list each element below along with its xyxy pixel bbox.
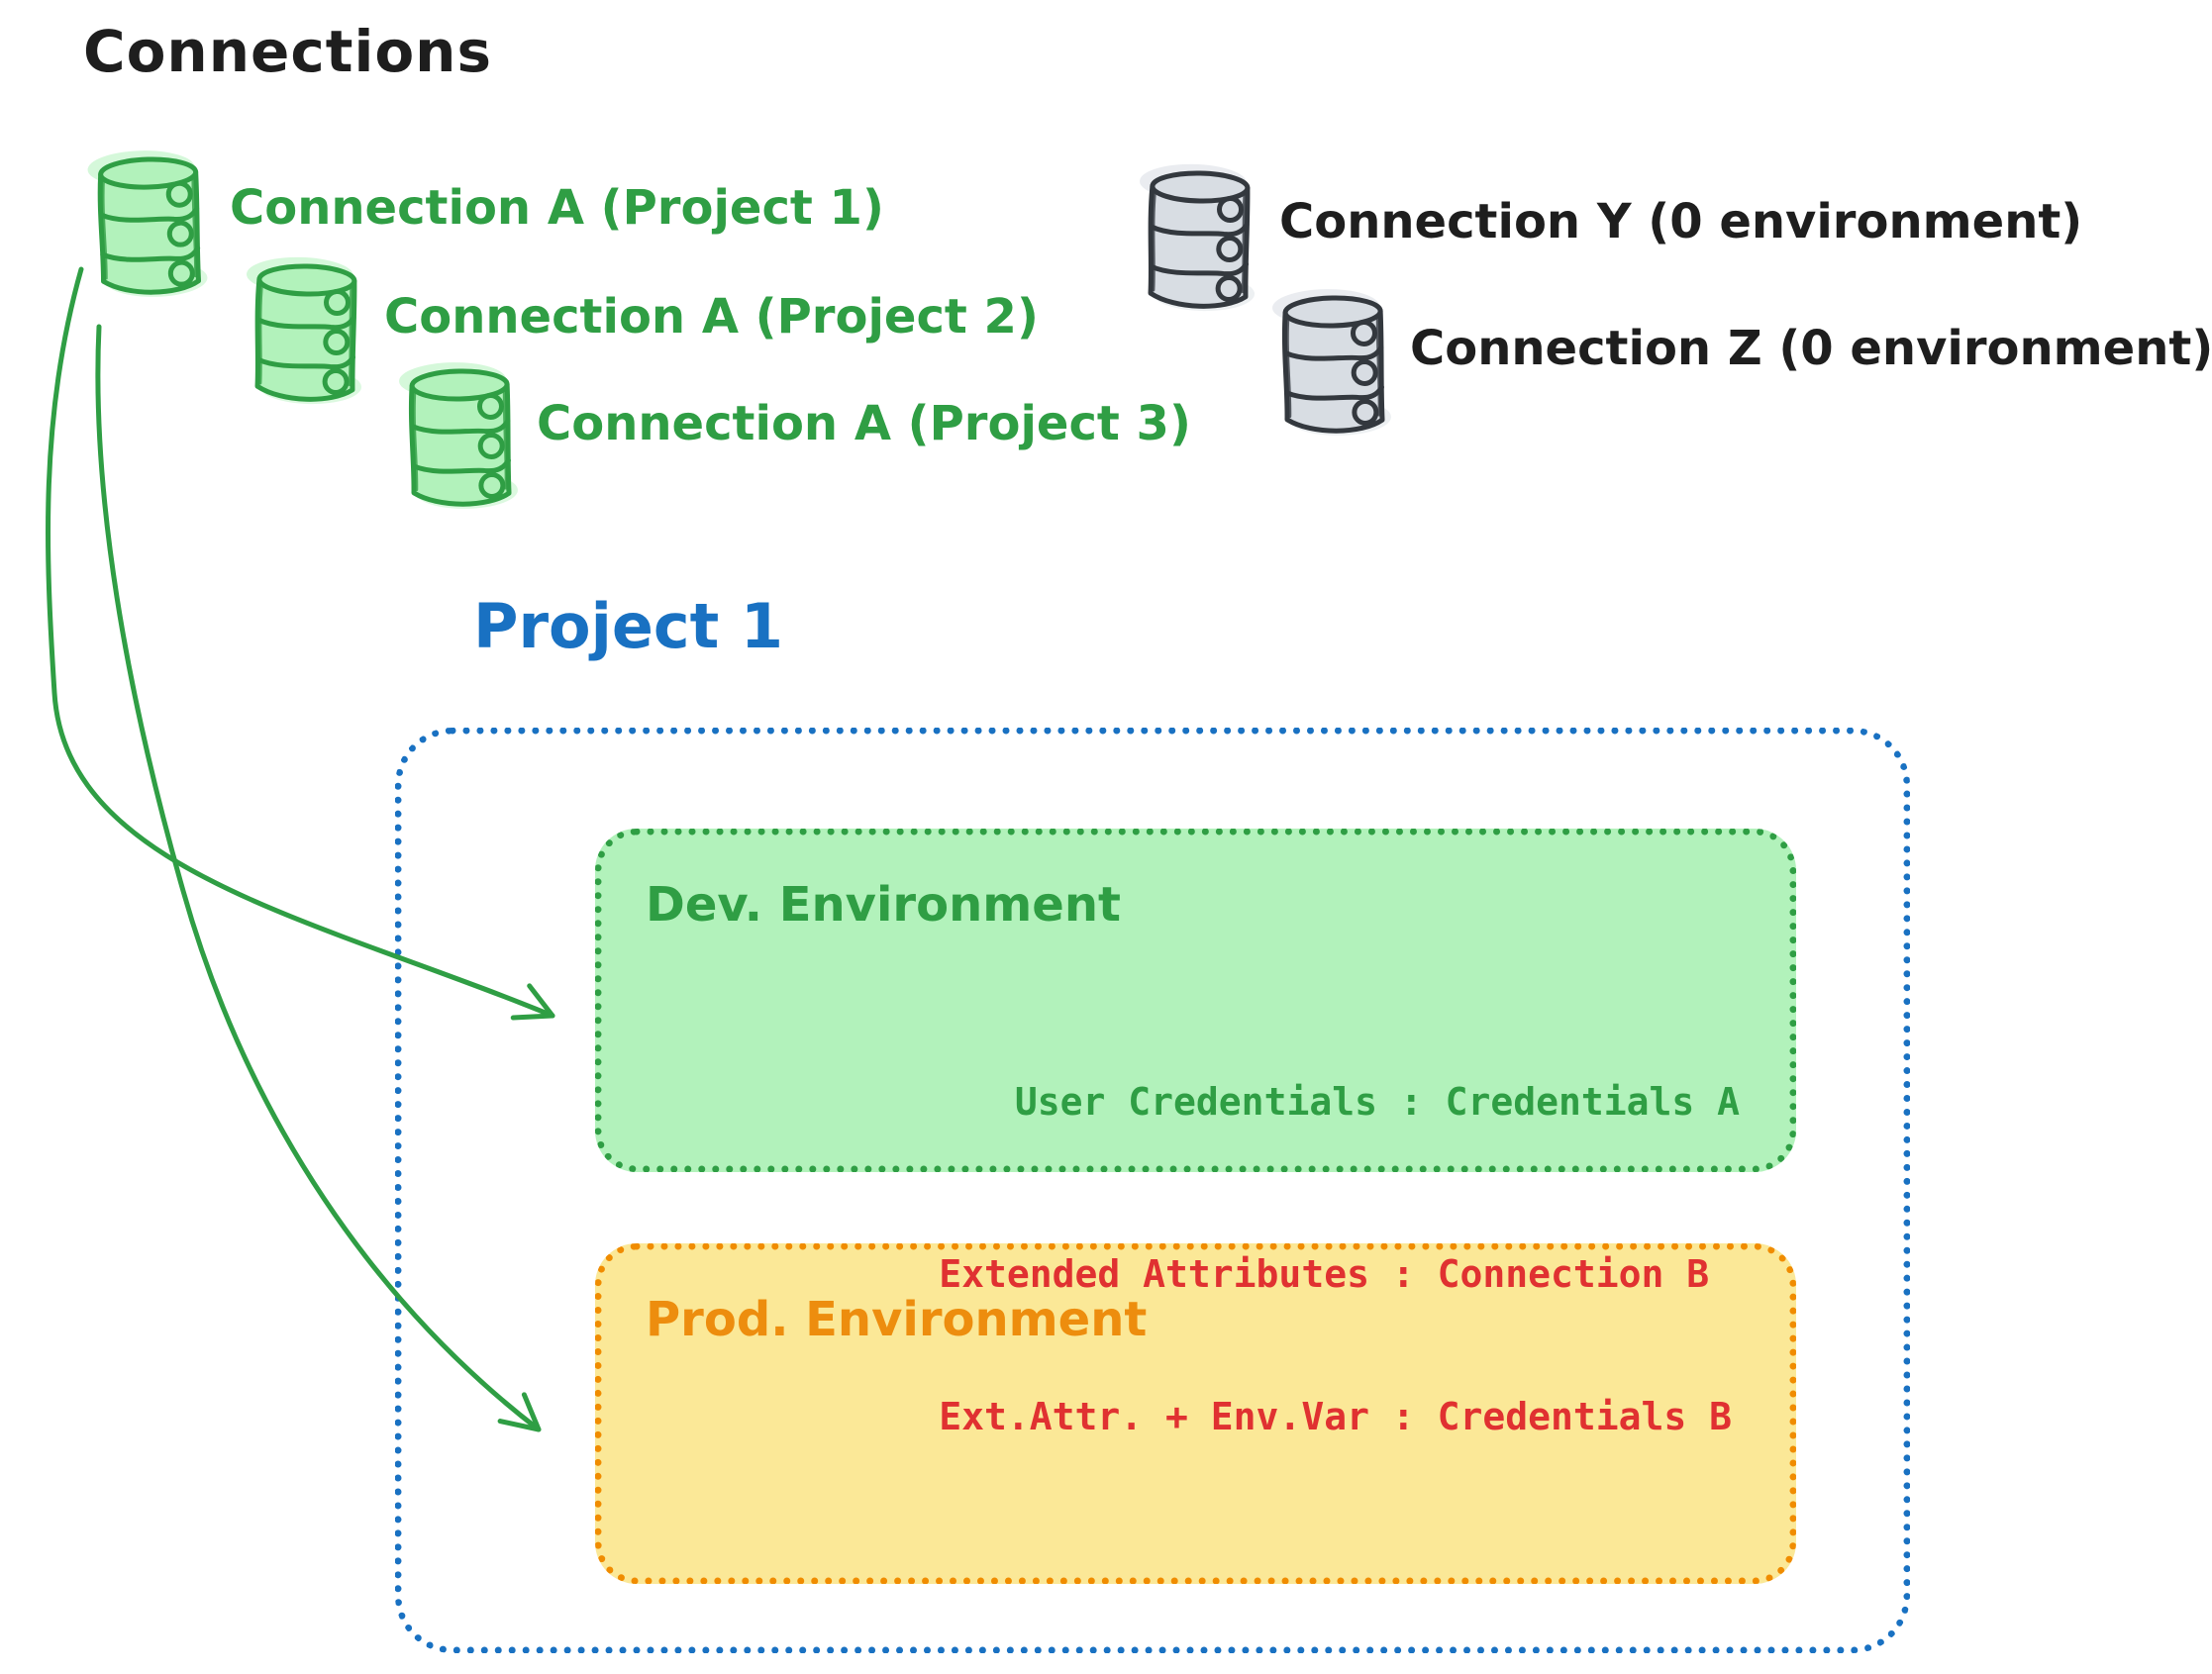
page-title: Connections xyxy=(83,18,492,85)
database-icon xyxy=(1138,161,1261,314)
connection-label: Connection A (Project 3) xyxy=(537,396,1191,451)
connection-label: Connection A (Project 1) xyxy=(230,180,884,236)
dev-environment-title: Dev. Environment xyxy=(646,877,1121,933)
prod-environment-box: Prod. Environment Extended Attributes : … xyxy=(595,1243,1796,1584)
connection-label: Connection Y (0 environment) xyxy=(1279,194,2083,249)
prod-environment-title: Prod. Environment xyxy=(646,1292,1148,1347)
project-title: Project 1 xyxy=(473,590,784,662)
prod-detail-line: Ext.Attr. + Env.Var : Credentials B xyxy=(939,1395,1732,1438)
database-icon xyxy=(399,359,523,512)
database-icon xyxy=(87,147,212,300)
dev-environment-box: Dev. Environment User Credentials : Cred… xyxy=(595,829,1796,1172)
dev-environment-credentials: User Credentials : Credentials A xyxy=(1014,1080,1740,1124)
prod-environment-credentials: Extended Attributes : Connection B Ext.A… xyxy=(939,1155,1732,1535)
connection-label: Connection A (Project 2) xyxy=(384,289,1039,345)
database-icon xyxy=(245,254,368,407)
prod-detail-line: Extended Attributes : Connection B xyxy=(939,1252,1710,1296)
database-icon xyxy=(1272,286,1396,439)
connection-label: Connection Z (0 environment) xyxy=(1410,321,2212,376)
